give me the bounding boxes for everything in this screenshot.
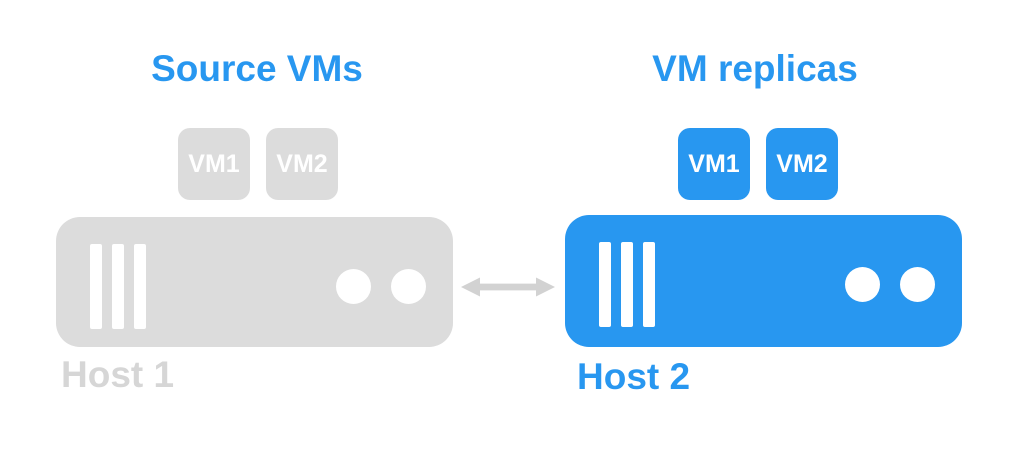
vent-bar-icon (134, 244, 146, 329)
led-dot-icon (391, 269, 426, 304)
vent-bar-icon (112, 244, 124, 329)
source-vm2-box: VM2 (266, 128, 338, 200)
led-dot-icon (845, 267, 880, 302)
source-vms-title: Source VMs (151, 48, 363, 89)
host2-server-icon (565, 215, 962, 347)
source-vm2-label: VM2 (276, 149, 328, 178)
replica-vm2-label: VM2 (776, 149, 828, 178)
vent-bar-icon (643, 242, 655, 327)
vent-bar-icon (621, 242, 633, 327)
replica-vm2-box: VM2 (766, 128, 838, 200)
replica-vm1-box: VM1 (678, 128, 750, 200)
server-led-lights-icon (845, 267, 935, 302)
led-dot-icon (336, 269, 371, 304)
server-led-lights-icon (336, 269, 426, 304)
host1-server-icon (56, 217, 453, 347)
server-vent-bars-icon (90, 244, 146, 329)
led-dot-icon (900, 267, 935, 302)
source-vm1-label: VM1 (188, 149, 240, 178)
host2-label: Host 2 (577, 356, 691, 397)
bidirectional-arrow-icon (461, 277, 555, 297)
vm-replicas-title: VM replicas (652, 48, 858, 89)
server-vent-bars-icon (599, 242, 655, 327)
replica-vm1-label: VM1 (688, 149, 740, 178)
host1-label: Host 1 (61, 354, 175, 395)
vent-bar-icon (599, 242, 611, 327)
vent-bar-icon (90, 244, 102, 329)
source-vm1-box: VM1 (178, 128, 250, 200)
